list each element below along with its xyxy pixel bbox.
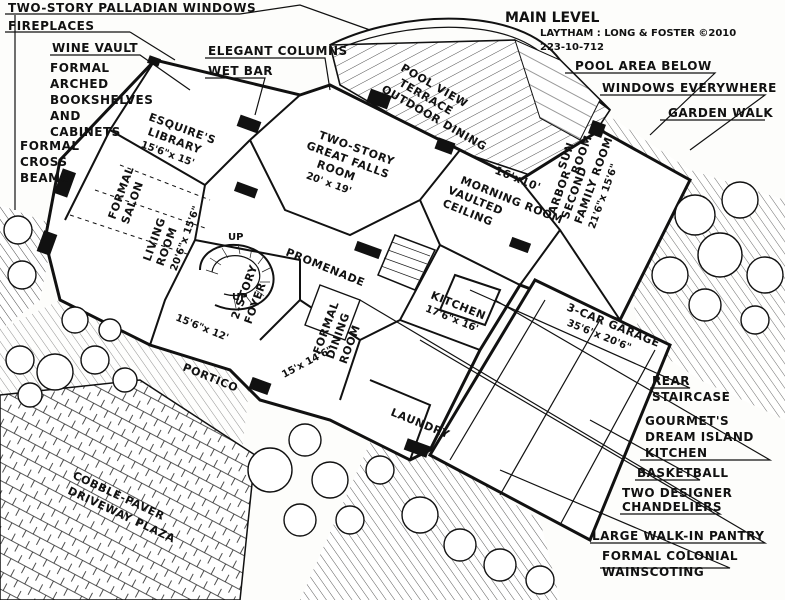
callout-cross-beams-line2: CROSS	[20, 155, 68, 169]
callout-chandeliers-line1: TWO DESIGNER	[622, 486, 732, 500]
callout-wainscoting-line2: WAINSCOTING	[602, 565, 704, 579]
callout-cross-beams-line3: BEAMS	[20, 171, 70, 185]
callout-cross-beams-line1: FORMAL	[20, 139, 80, 153]
callout-pool-area-below: POOL AREA BELOW	[575, 59, 712, 73]
callout-rear-staircase-line2: STAIRCASE	[652, 390, 730, 404]
header-credit: LAYTHAM : LONG & FOSTER ©2010	[540, 28, 736, 39]
kitchen-island	[438, 273, 502, 327]
callout-wine-vault: WINE VAULT	[52, 41, 138, 55]
callout-rear-staircase-line1: REAR	[652, 374, 690, 388]
rear-staircase-drawing	[377, 234, 437, 291]
callout-wainscoting-line1: FORMAL COLONIAL	[602, 549, 738, 563]
callout-garden-walk: GARDEN WALK	[668, 106, 773, 120]
callout-palladian-windows: TWO-STORY PALLADIAN WINDOWS	[8, 1, 256, 15]
callout-windows-everywhere: WINDOWS EVERYWHERE	[602, 81, 777, 95]
callout-chandeliers-line2: CHANDELIERS	[622, 500, 722, 514]
callout-bookshelves-line2: ARCHED	[50, 77, 109, 91]
callout-bookshelves-line5: CABINETS	[50, 125, 121, 139]
callout-gourmet-line2: DREAM ISLAND	[645, 430, 754, 444]
pool-area	[514, 39, 601, 141]
callout-labels: TWO-STORY PALLADIAN WINDOWS FIREPLACES W…	[8, 1, 777, 579]
callout-bookshelves-line1: FORMAL	[50, 61, 110, 75]
callout-bookshelves-line3: BOOKSHELVES	[50, 93, 153, 107]
stair-up-label-2: UP	[232, 292, 247, 303]
house-footprint	[36, 55, 692, 543]
callout-gourmet-line3: KITCHEN	[645, 446, 708, 460]
header-main-level: MAIN LEVEL	[505, 10, 599, 26]
callout-bookshelves-line4: AND	[50, 109, 81, 123]
callout-basketball: BASKETBALL	[637, 466, 728, 480]
callout-leaders	[5, 4, 773, 569]
trees	[3, 181, 784, 595]
callout-wet-bar: WET BAR	[208, 64, 273, 78]
callout-gourmet-line1: GOURMET'S	[645, 414, 729, 428]
callout-elegant-columns: ELEGANT COLUMNS	[208, 44, 348, 58]
callout-fireplaces: FIREPLACES	[8, 19, 94, 33]
header-phone: 223-10-712	[540, 42, 604, 53]
stair-up-label: UP	[228, 232, 243, 243]
callout-walk-in-pantry: LARGE WALK-IN PANTRY	[592, 529, 764, 543]
